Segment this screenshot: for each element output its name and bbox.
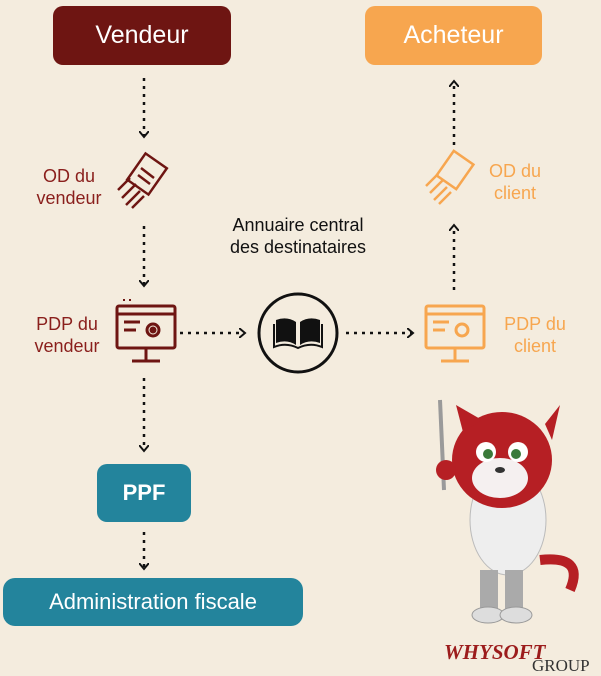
acheteur-box: Acheteur [365,6,542,65]
administration-fiscale-box: Administration fiscale [3,578,303,626]
annuaire-label: Annuaire central des destinataires [229,215,367,257]
pdp-client-label: PDP du client [504,314,566,356]
od-client-label: OD du client [488,161,542,203]
ppf-box: PPF [97,464,191,522]
acheteur-label: Acheteur [403,21,504,49]
administration-fiscale-label: Administration fiscale [49,589,257,614]
od-vendeur-label: OD du vendeur [36,166,102,208]
document-send-client-icon [425,149,476,205]
whysoft-logo: WHYSOFT GROUP [440,630,600,675]
book-icon [257,292,339,374]
logo-main-text: WHYSOFT [444,640,546,664]
computer-settings-client-icon [424,304,486,363]
document-send-icon [117,151,169,209]
vendeur-label: Vendeur [95,21,189,49]
logo-sub-text: GROUP [532,656,590,675]
computer-settings-icon [115,304,177,363]
vendeur-box: Vendeur [53,6,231,65]
pdp-vendeur-label: PDP du vendeur [34,314,100,356]
ppf-label: PPF [122,480,166,505]
mascot-cat-illustration [436,399,579,624]
